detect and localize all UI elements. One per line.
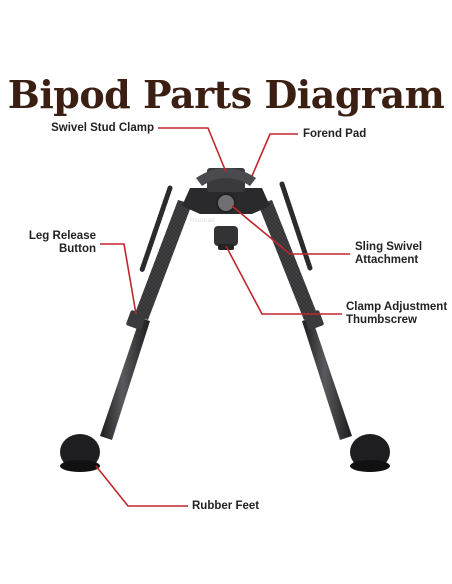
- bipod-body: Rconrad: [182, 168, 270, 250]
- left-leg: [60, 200, 192, 472]
- brand-mark: Rconrad: [190, 217, 215, 224]
- leader-sling-swivel: [231, 205, 350, 255]
- callout-clamp-adjust-line2: Thumbscrew: [346, 314, 417, 326]
- leg-release-button: [126, 310, 146, 330]
- diagram-title: Bipod Parts Diagram: [7, 72, 445, 117]
- callout-forend-pad-text: Forend Pad: [303, 128, 367, 140]
- callout-rubber-feet-text: Rubber Feet: [192, 500, 260, 512]
- callout-leg-release-line2: Button: [58, 243, 96, 255]
- callout-sling-swivel-line2: Attachment: [355, 254, 419, 266]
- leader-leg-release: [100, 243, 137, 315]
- leader-clamp-adjust: [225, 245, 342, 315]
- callout-swivel-stud-clamp: Swivel Stud Clamp: [50, 122, 154, 135]
- callout-sling-swivel: Sling Swivel Attachment: [355, 241, 422, 267]
- callout-clamp-adjust-line1: Clamp Adjustment: [346, 301, 448, 313]
- callout-clamp-adjustment: Clamp Adjustment Thumbscrew: [346, 301, 447, 327]
- callout-leg-release-button: Leg Release Button: [6, 230, 96, 256]
- leader-lines: [95, 127, 350, 507]
- leader-swivel-stud-clamp: [158, 127, 227, 173]
- callout-rubber-feet: Rubber Feet: [192, 500, 259, 513]
- sling-swivel-attachment: [216, 193, 236, 213]
- left-spring: [139, 185, 173, 273]
- right-leg: [258, 200, 390, 472]
- callout-sling-swivel-line1: Sling Swivel: [355, 241, 423, 253]
- leader-rubber-feet: [95, 465, 188, 507]
- leader-forend-pad: [251, 133, 298, 177]
- callout-leg-release-line1: Leg Release: [28, 230, 96, 242]
- callout-swivel-stud-clamp-text: Swivel Stud Clamp: [51, 122, 154, 134]
- forend-pad: [196, 168, 256, 186]
- callout-forend-pad: Forend Pad: [303, 128, 366, 141]
- clamp-adjustment-thumbscrew: [214, 226, 238, 246]
